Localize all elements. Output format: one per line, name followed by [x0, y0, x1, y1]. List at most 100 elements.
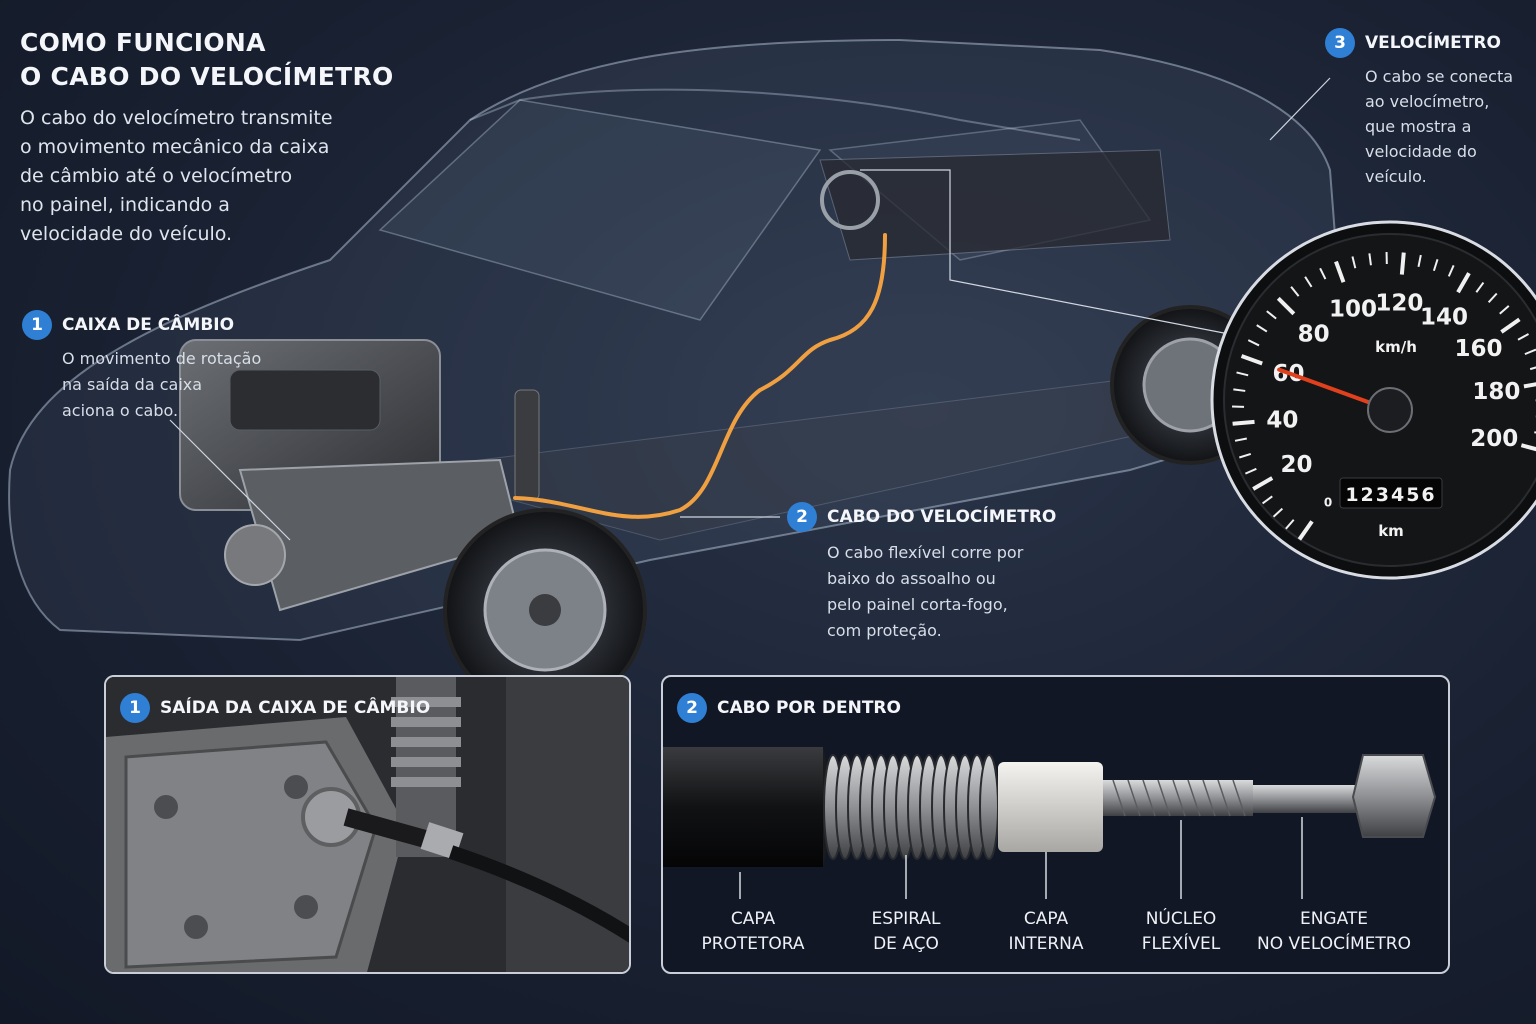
- part-label-line: NO VELOCÍMETRO: [1257, 934, 1411, 954]
- outer-jacket: [663, 747, 823, 867]
- gauge-tick-label: 200: [1470, 426, 1518, 452]
- callout-cable: 2 CABO DO VELOCÍMETRO O cabo flexível co…: [787, 502, 1077, 644]
- leader-dash: [860, 169, 1261, 341]
- intro-line: velocidade do veículo.: [20, 223, 233, 245]
- gauge-tick-label: 40: [1266, 407, 1298, 433]
- gauge-tick: [1447, 264, 1455, 277]
- gauge-tick: [1520, 443, 1536, 452]
- callout-speedometer: 3 VELOCÍMETRO O cabo se conecta ao veloc…: [1325, 28, 1525, 189]
- callout-gearbox-body: O movimento de rotação na saída da caixa…: [62, 346, 282, 424]
- gauge-tick: [1500, 317, 1521, 334]
- part-label-line: NÚCLEO: [1145, 909, 1217, 929]
- part-label-inner-liner: CAPA INTERNA: [1008, 907, 1083, 957]
- coupling-nut: [1351, 754, 1437, 838]
- intro-text: O cabo do velocímetro transmite o movime…: [20, 104, 350, 249]
- gauge-tick: [1239, 452, 1252, 459]
- gauge-tick: [1523, 382, 1536, 389]
- gauge-tick: [1233, 388, 1246, 392]
- gearbox-flange: [224, 524, 286, 586]
- gauge-tick: [1240, 354, 1263, 366]
- title-line-2: O CABO DO VELOCÍMETRO: [20, 62, 394, 91]
- inner-liner: [998, 762, 1103, 852]
- leader-gearbox: [169, 419, 291, 541]
- gauge-tick: [1399, 252, 1406, 275]
- gauge-hub: [1367, 387, 1413, 433]
- part-label-line: CAPA: [1023, 909, 1069, 929]
- speedometer-cable: [513, 233, 887, 519]
- gauge-tick: [1247, 339, 1260, 347]
- gauge-tick: [1232, 419, 1255, 426]
- part-label-outer-jacket: CAPA PROTETORA: [701, 907, 804, 957]
- steel-spiral: [823, 754, 999, 860]
- callout-line: ao velocímetro,: [1365, 92, 1490, 111]
- gauge-labels: 020406080100120140160180200: [1266, 290, 1520, 509]
- gauge-tick: [1261, 495, 1273, 505]
- part-label-line: CAPA: [730, 909, 776, 929]
- part-label-coupling: ENGATE NO VELOCÍMETRO: [1257, 907, 1411, 957]
- gauge-tick-label: 120: [1375, 290, 1423, 316]
- part-label-line: PROTETORA: [701, 934, 805, 954]
- gauge-tick: [1319, 267, 1327, 280]
- gauge-ticks: [1232, 252, 1536, 541]
- dashboard: [819, 149, 1171, 261]
- callout-number-badge: 3: [1325, 28, 1355, 58]
- odometer-unit: km: [1378, 522, 1404, 540]
- gearbox-output-photo: [106, 677, 629, 972]
- intro-line: O cabo do velocímetro transmite: [20, 107, 333, 129]
- part-label-line: INTERNA: [1008, 934, 1084, 954]
- callout-line: O cabo flexível corre por: [827, 543, 1024, 562]
- panel-gearbox-output: 1 SAÍDA DA CAIXA DE CÂMBIO: [104, 675, 631, 974]
- leader-speedometer: [1269, 77, 1331, 141]
- gauge-tick: [1290, 286, 1300, 297]
- odometer-value: 123456: [1345, 484, 1436, 506]
- callout-line: velocidade do: [1365, 142, 1477, 161]
- part-label-line: ENGATE: [1299, 909, 1369, 929]
- gauge-tick: [1487, 292, 1498, 304]
- panel-output-title: SAÍDA DA CAIXA DE CÂMBIO: [160, 698, 431, 718]
- callout-speedometer-title: VELOCÍMETRO: [1365, 33, 1501, 53]
- callout-line: aciona o cabo.: [62, 401, 179, 420]
- callout-line: pelo painel corta-fogo,: [827, 595, 1008, 614]
- panel-output-head: 1 SAÍDA DA CAIXA DE CÂMBIO: [120, 693, 430, 723]
- gauge-tick-label: 180: [1472, 379, 1520, 405]
- gauge-tick: [1297, 520, 1314, 541]
- gauge-tick: [1256, 324, 1268, 333]
- panel-number-badge: 2: [677, 693, 707, 723]
- page-title: COMO FUNCIONA O CABO DO VELOCÍMETRO: [20, 26, 440, 94]
- gauge-tick: [1234, 437, 1248, 442]
- gauge-tick: [1499, 305, 1510, 315]
- gauge-tick: [1524, 348, 1536, 356]
- gauge-tick-label: 20: [1280, 452, 1312, 478]
- gauge-tick: [1276, 296, 1296, 316]
- gauge-unit: km/h: [1375, 338, 1417, 356]
- callout-number-badge: 2: [787, 502, 817, 532]
- gauge-tick: [1456, 272, 1471, 294]
- callout-cable-body: O cabo flexível corre por baixo do assoa…: [827, 540, 1077, 644]
- cable-cross-section: [663, 747, 1437, 899]
- callout-gearbox-title: CAIXA DE CÂMBIO: [62, 315, 235, 335]
- gauge-tick: [1517, 333, 1530, 341]
- gauge-tick: [1252, 476, 1274, 491]
- panel-inside-head: 2 CABO POR DENTRO: [677, 693, 901, 723]
- gauge-tick: [1432, 259, 1439, 272]
- gauge-tick: [1272, 507, 1284, 518]
- callout-speedometer-body: O cabo se conecta ao velocímetro, que mo…: [1365, 64, 1525, 189]
- gauge-tick-label: 0: [1324, 495, 1332, 509]
- part-label-steel-spiral: ESPIRAL DE AÇO: [871, 907, 940, 957]
- windshield: [378, 99, 822, 321]
- spiral-coil: [979, 754, 999, 860]
- gauge-tick-label: 80: [1298, 322, 1330, 348]
- gauge-tick-label: 100: [1329, 297, 1377, 323]
- intro-line: de câmbio até o velocímetro: [20, 165, 293, 187]
- gauge-tick: [1236, 371, 1249, 377]
- callout-cable-head: 2 CABO DO VELOCÍMETRO: [787, 502, 1077, 532]
- callout-gearbox: 1 CAIXA DE CÂMBIO O movimento de rotação…: [22, 310, 282, 424]
- gauge-tick: [1266, 310, 1277, 320]
- car-roof-line: [469, 88, 1081, 141]
- callout-line: baixo do assoalho ou: [827, 569, 996, 588]
- part-label-line: ESPIRAL: [871, 909, 941, 929]
- callout-number-badge: 1: [22, 310, 52, 340]
- gauge-tick: [1351, 256, 1357, 269]
- odometer-window: [1339, 477, 1443, 509]
- part-label-flexible-core: NÚCLEO FLEXÍVEL: [1142, 907, 1221, 957]
